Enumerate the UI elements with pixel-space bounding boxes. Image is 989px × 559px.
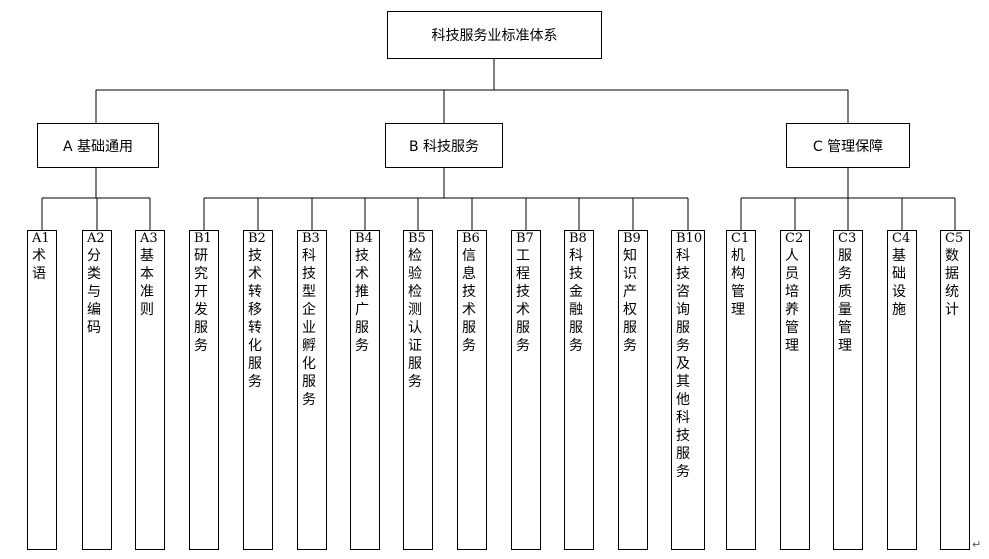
leaf-label: 基本准则 [140,248,154,318]
leaf-label: 术语 [32,248,46,282]
leaf-code: C5 [945,231,964,246]
root-node: 科技服务业标准体系 [387,11,602,59]
leaf-code: B4 [355,231,373,246]
leaf-c3: C3 服务质量管理 [833,230,863,550]
leaf-label: 信息技术服务 [462,248,476,354]
leaf-label: 科技型企业孵化服务 [302,248,316,408]
leaf-b7: B7 工程技术服务 [511,230,541,550]
leaf-a1: A1 术语 [27,230,57,550]
paragraph-mark: ↵ [972,538,982,551]
leaf-label: 数据统计 [945,248,959,318]
leaf-label: 技术转移转化服务 [248,248,262,390]
branch-node-a: A 基础通用 [37,123,159,168]
leaf-code: C1 [731,231,750,246]
leaf-b10: B10 科技咨询服务及其他科技服务 [671,230,705,550]
leaf-label: 分类与编码 [87,248,101,336]
leaf-code: B9 [623,231,641,246]
branch-c-label: C 管理保障 [812,138,884,155]
leaf-label: 服务质量管理 [838,248,852,354]
leaf-code: A2 [87,231,105,246]
leaf-code: B7 [516,231,534,246]
leaf-c2: C2 人员培养管理 [780,230,810,550]
leaf-code: B10 [676,231,703,246]
leaf-b8: B8 科技金融服务 [564,230,594,550]
root-node-label: 科技服务业标准体系 [431,28,558,44]
branch-b-label: B 科技服务 [408,138,480,155]
leaf-b3: B3 科技型企业孵化服务 [297,230,327,550]
leaf-b1: B1 研究开发服务 [189,230,219,550]
leaf-b2: B2 技术转移转化服务 [243,230,273,550]
leaf-label: 检验检测认证服务 [408,248,422,390]
leaf-code: A1 [32,231,50,246]
leaf-c5: C5 数据统计 [940,230,970,550]
leaf-label: 技术推广服务 [355,248,369,354]
leaf-label: 人员培养管理 [785,248,799,354]
branch-node-b: B 科技服务 [385,123,503,168]
leaf-label: 工程技术服务 [516,248,530,354]
leaf-code: B6 [462,231,480,246]
leaf-b6: B6 信息技术服务 [457,230,487,550]
leaf-code: A3 [140,231,158,246]
branch-node-c: C 管理保障 [786,123,910,168]
leaf-label: 科技金融服务 [569,248,583,354]
leaf-b9: B9 知识产权服务 [618,230,648,550]
leaf-label: 知识产权服务 [623,248,637,354]
leaf-label: 基础设施 [892,248,906,318]
leaf-a3: A3 基本准则 [135,230,165,550]
leaf-code: B3 [302,231,320,246]
leaf-code: B1 [194,231,212,246]
leaf-code: B2 [248,231,266,246]
leaf-code: C2 [785,231,804,246]
leaf-a2: A2 分类与编码 [82,230,112,550]
leaf-b4: B4 技术推广服务 [350,230,380,550]
leaf-code: C3 [838,231,857,246]
leaf-c4: C4 基础设施 [887,230,917,550]
branch-a-label: A 基础通用 [62,138,134,155]
leaf-code: B8 [569,231,587,246]
leaf-label: 科技咨询服务及其他科技服务 [676,248,690,480]
leaf-label: 机构管理 [731,248,745,318]
leaf-code: B5 [408,231,426,246]
leaf-label: 研究开发服务 [194,248,208,354]
leaf-b5: B5 检验检测认证服务 [403,230,433,550]
leaf-c1: C1 机构管理 [726,230,756,550]
leaf-code: C4 [892,231,911,246]
